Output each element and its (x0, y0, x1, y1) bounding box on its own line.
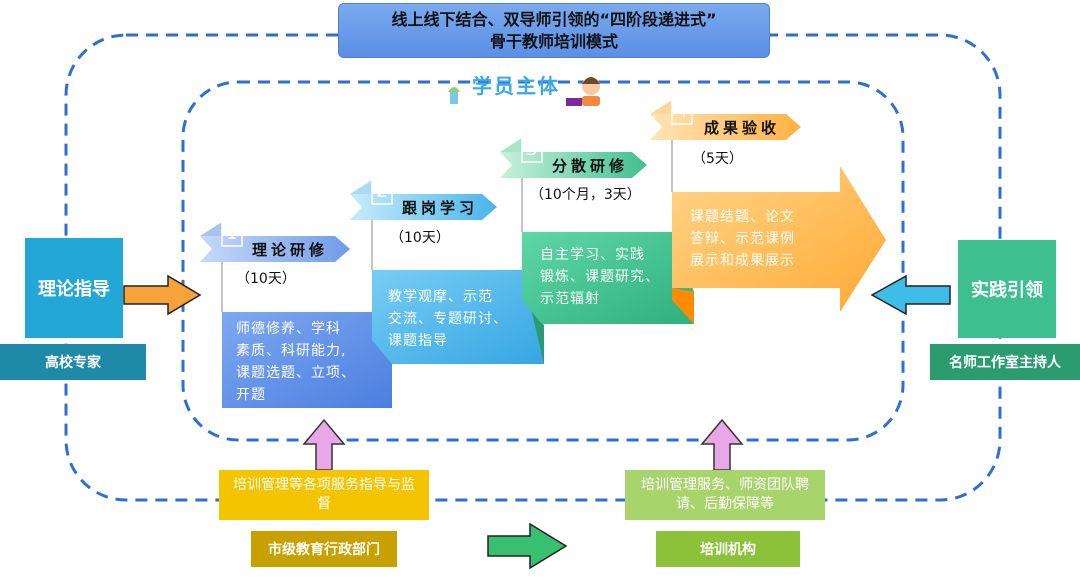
stage-4-content-line: 展示和成果展示 (690, 253, 795, 269)
stage-1-duration: （10天） (236, 271, 296, 287)
university-expert-box: 高校专家 (0, 344, 146, 380)
stage-1-content-line: 师德修养、学科 (236, 321, 341, 337)
stage-1-content-shape (222, 312, 392, 408)
stage-2-content: 教学观摩、示范 交流、专题研讨、 课题指导 (388, 286, 538, 352)
stage-3-content-line: 示范辐射 (540, 291, 600, 307)
stage-1-tab (200, 221, 350, 262)
stage-1-number: 1 (226, 223, 238, 244)
stage-3-content-shape (522, 232, 694, 324)
title-line-2: 骨干教师培训模式 (489, 32, 618, 51)
stage-1-content-line: 开题 (236, 387, 266, 403)
stage-4-content-line: 课题结题、论文 (690, 209, 795, 225)
stage-2-tab (350, 179, 497, 220)
stage-2-content-line: 教学观摩、示范 (388, 289, 493, 305)
stage-1-content-line: 课题选题、立项、 (236, 365, 356, 381)
stage-2-content-line: 课题指导 (388, 333, 448, 349)
bottom-green-arrow (487, 522, 568, 570)
stage-4-content: 课题结题、论文 答辩、示范课例 展示和成果展示 (690, 206, 840, 272)
studio-host-box: 名师工作室主持人 (930, 344, 1080, 380)
stage-4-content-line: 答辩、示范课例 (690, 231, 795, 247)
stage-1-label: 理论研修 (252, 241, 329, 259)
stage-3-label: 分散研修 (552, 157, 629, 175)
student-label: 学员主体 (472, 74, 560, 98)
practice-lead-box: 实践引领 (958, 240, 1056, 338)
diagram-title: 线上线下结合、双导师引领的“四阶段递进式” 骨干教师培训模式 (338, 3, 770, 58)
up-arrow-left (302, 418, 346, 471)
left-arrow (123, 274, 202, 316)
right-arrow (870, 274, 951, 316)
stage-4-duration: （5天） (692, 151, 743, 167)
stage-4-content-shape (672, 166, 886, 312)
stage-3-content-line: 自主学习、实践 (540, 247, 645, 263)
stage-1-content: 师德修养、学科 素质、科研能力, 课题选题、立项、 开题 (236, 318, 386, 406)
training-institution-box: 培训机构 (656, 531, 800, 567)
training-service-box: 培训管理服务、师资团队聘请、后勤保障等 (625, 470, 825, 520)
stage-1-content-line: 素质、科研能力, (236, 343, 347, 359)
stage-2-duration: （10天） (390, 230, 450, 246)
title-line-1: 线上线下结合、双导师引领的“四阶段递进式” (391, 10, 717, 29)
admin-service-box: 培训管理等各项服务指导与监督 (219, 470, 429, 520)
inner-dashed-loop (181, 80, 905, 442)
student-icon (448, 77, 600, 106)
stage-4-label: 成果验收 (704, 119, 781, 137)
stage-2-content-line: 交流、专题研讨、 (388, 311, 508, 327)
stage-4-tab (650, 99, 801, 140)
stage-3-tab (500, 137, 647, 178)
stage-3-duration: （10个月，3天） (530, 187, 641, 203)
education-department-box: 市级教育行政部门 (251, 531, 397, 567)
up-arrow-right (700, 418, 744, 471)
stage-4-number: 4 (676, 101, 688, 122)
stage-3-number: 3 (526, 139, 538, 160)
theory-guidance-box: 理论指导 (25, 238, 123, 338)
stage-2-number: 2 (376, 181, 388, 202)
stage-3-content-line: 锻炼、课题研究、 (540, 269, 660, 285)
stage-3-content: 自主学习、实践 锻炼、课题研究、 示范辐射 (540, 244, 690, 310)
stage-2-label: 跟岗学习 (402, 199, 479, 217)
